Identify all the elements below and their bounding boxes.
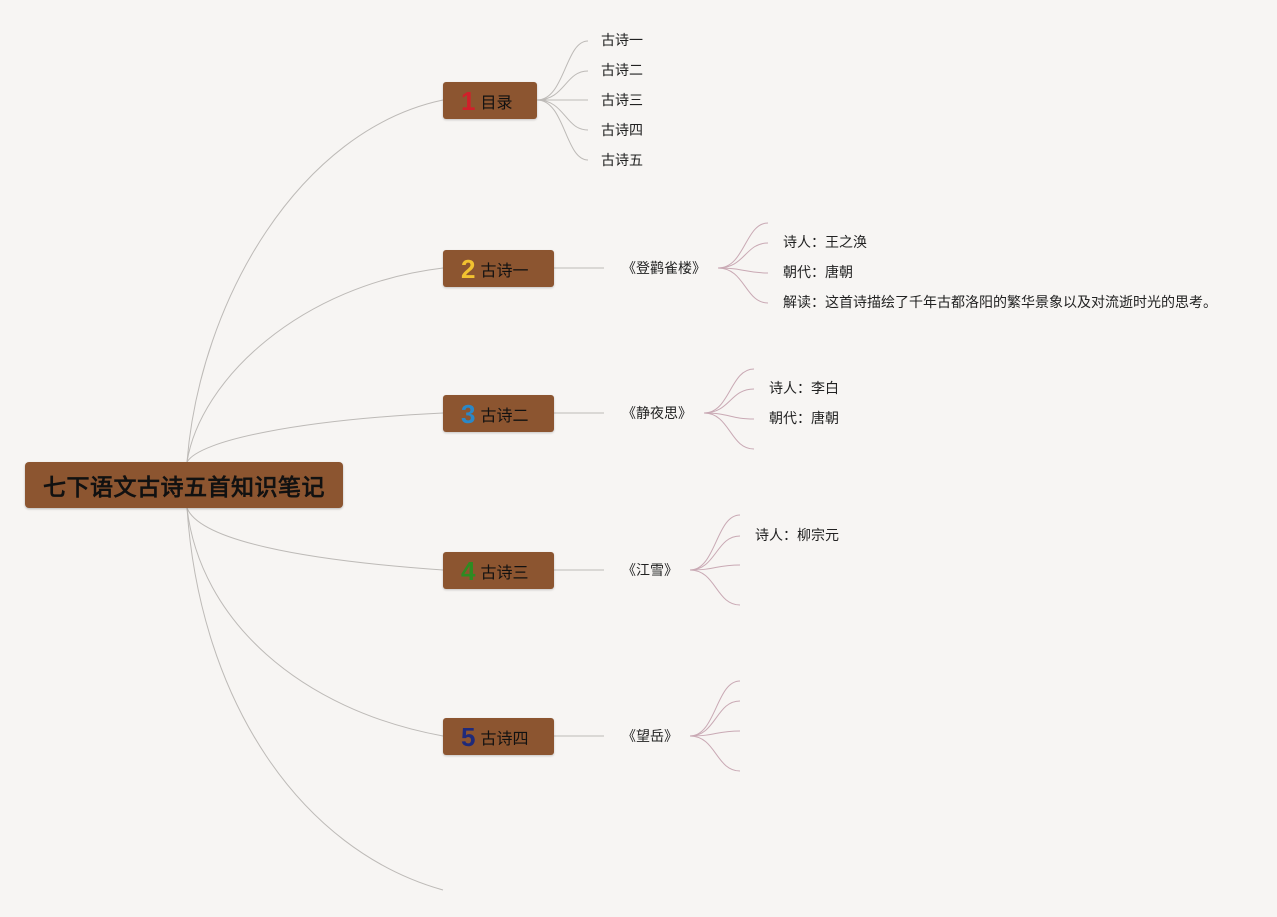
poem-2-line-1 [703, 368, 755, 414]
root-to-branch-5 [186, 507, 444, 737]
root-title: 七下语文古诗五首知识笔记 [43, 475, 325, 501]
branch-label: 古诗三 [480, 562, 529, 582]
branch-node-poem-2[interactable]: 3 古诗二 [443, 395, 554, 432]
toc-line-4 [536, 99, 589, 131]
root-node[interactable]: 七下语文古诗五首知识笔记 [25, 462, 343, 508]
poem-2-line-2 [703, 388, 755, 414]
branch-node-poem-3[interactable]: 4 古诗三 [443, 552, 554, 589]
poem-4-line-3 [689, 730, 741, 737]
poem-1-line-2 [717, 242, 769, 269]
root-to-branch-6 [186, 507, 444, 891]
poem-title-2[interactable]: 《静夜思》 [622, 406, 692, 422]
poem-1-detail-poet[interactable]: 诗人：王之涣 [783, 235, 867, 251]
toc-line-5 [536, 99, 589, 161]
toc-item-1[interactable]: 古诗一 [601, 33, 643, 49]
toc-item-2[interactable]: 古诗二 [601, 63, 643, 79]
poem-3-line-2 [689, 535, 741, 571]
branch-label: 古诗二 [480, 405, 529, 425]
poem-2-detail-dynasty[interactable]: 朝代：唐朝 [769, 411, 839, 427]
poem-1-detail-interpretation[interactable]: 解读：这首诗描绘了千年古都洛阳的繁华景象以及对流逝时光的思考。 [783, 295, 1217, 311]
poem-2-line-4 [703, 412, 755, 450]
poem-1-line-1 [717, 222, 769, 269]
poem-3-detail-poet[interactable]: 诗人：柳宗元 [755, 528, 839, 544]
poem-4-line-4 [689, 735, 741, 772]
toc-item-5[interactable]: 古诗五 [601, 153, 643, 169]
root-to-branch-4 [186, 507, 444, 571]
poem-4-line-1 [689, 680, 741, 737]
branch-node-poem-4[interactable]: 5 古诗四 [443, 718, 554, 755]
root-to-branch-3 [186, 412, 444, 463]
root-to-branch-2 [186, 267, 444, 463]
poem-1-line-4 [717, 267, 769, 304]
poem-title-1[interactable]: 《登鹳雀楼》 [622, 261, 706, 277]
poem-2-detail-poet[interactable]: 诗人：李白 [769, 381, 839, 397]
poem-4-line-2 [689, 700, 741, 737]
root-to-branch-1 [186, 99, 444, 463]
branch-number-4: 4 [461, 555, 476, 586]
branch-node-poem-1[interactable]: 2 古诗一 [443, 250, 554, 287]
toc-item-3[interactable]: 古诗三 [601, 93, 643, 109]
branch-number-5: 5 [461, 721, 476, 752]
poem-3-line-4 [689, 569, 741, 606]
branch-label: 古诗四 [480, 728, 529, 748]
poem-3-line-3 [689, 564, 741, 571]
toc-line-2 [536, 70, 589, 101]
branch-node-toc[interactable]: 1 目录 [443, 82, 537, 119]
toc-line-1 [536, 40, 589, 101]
branch-number-3: 3 [461, 398, 476, 429]
branch-label: 古诗一 [480, 260, 529, 280]
branch-number-2: 2 [461, 253, 476, 284]
branch-number-1: 1 [461, 85, 476, 116]
toc-item-4[interactable]: 古诗四 [601, 123, 643, 139]
poem-title-3[interactable]: 《江雪》 [622, 563, 678, 579]
poem-1-detail-dynasty[interactable]: 朝代：唐朝 [783, 265, 853, 281]
poem-3-line-1 [689, 514, 741, 571]
poem-title-4[interactable]: 《望岳》 [622, 729, 678, 745]
branch-label: 目录 [480, 92, 513, 112]
